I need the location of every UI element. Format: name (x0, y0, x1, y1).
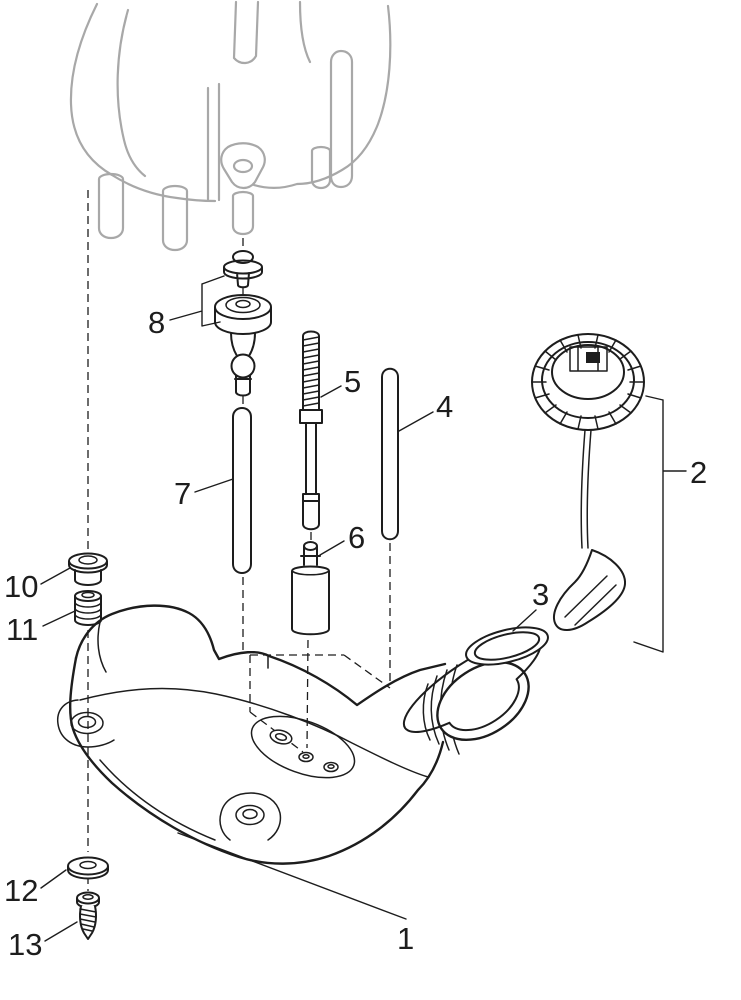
cap-grip-ribs (531, 334, 645, 430)
cap-retainer-strap (580, 429, 592, 549)
filter-nipple (300, 541, 321, 566)
tank-recess (250, 715, 356, 779)
cap-latch-dark (586, 352, 600, 363)
tank-small-holes (298, 751, 339, 773)
cap-top-rings (541, 341, 635, 419)
fuel-filter (291, 541, 330, 636)
part-label-5: 5 (344, 364, 361, 399)
filter-body (291, 565, 330, 636)
engine-assembly-outline (69, 0, 392, 252)
sealing-ring (465, 626, 549, 666)
cap-retainer-wire (564, 575, 617, 626)
fuel-cap (531, 333, 645, 631)
sealing-ring-inner (473, 631, 541, 661)
part-label-1: 1 (397, 921, 414, 956)
bushing-flange (68, 552, 108, 574)
tube-left-body (232, 407, 252, 574)
screw-recess (82, 894, 94, 900)
tank-surface-lines (79, 621, 444, 841)
alignment-centerlines (87, 190, 391, 891)
cap-retainer-loop (553, 549, 627, 631)
part-label-10: 10 (4, 569, 38, 604)
tank-filler-opening (402, 635, 542, 742)
part-label-12: 12 (4, 873, 38, 908)
bushing (68, 552, 108, 586)
rod-collar (299, 409, 323, 424)
part-label-13: 13 (8, 927, 42, 962)
rod-shaft (305, 422, 317, 495)
grommet-rings (225, 296, 261, 314)
filter-top-edge (291, 570, 330, 576)
engine-body-lines (69, 0, 392, 203)
bushing-body (74, 569, 102, 586)
part-label-8: 8 (148, 305, 165, 340)
vent-cap (223, 250, 263, 289)
washer (67, 856, 109, 880)
part-label-6: 6 (348, 520, 365, 555)
grommet-stud (230, 332, 256, 397)
part-label-2: 2 (690, 455, 707, 490)
sealing-ring-outer (465, 626, 549, 666)
tank-left-ear (56, 699, 115, 748)
fuel-tank (56, 604, 542, 865)
tank-grommet-hole (269, 729, 293, 745)
part-label-3: 3 (532, 577, 549, 612)
part-label-7: 7 (174, 476, 191, 511)
rod-lower-end (302, 493, 320, 531)
tank-front-ear (219, 792, 282, 841)
ribbed-grommet-hole (81, 591, 95, 599)
screw (76, 891, 100, 940)
bushing-hole (78, 555, 98, 565)
ribbed-grommet-ribs (74, 601, 102, 620)
callout-leaders (40, 275, 687, 942)
engine-mounts-and-studs (97, 49, 354, 252)
cap-outer-rim (531, 333, 645, 431)
opening-outer-rim (436, 660, 530, 742)
tube-right (381, 367, 399, 541)
rod-thread-lines (302, 336, 320, 407)
washer-hole (79, 860, 97, 870)
tank-silhouette-top (74, 604, 447, 707)
tube-left (232, 407, 252, 574)
part-label-11: 11 (6, 612, 38, 647)
tube-right-body (381, 367, 399, 541)
part-label-4: 4 (436, 389, 453, 424)
tank-neck-ribs (422, 664, 460, 755)
part-labels: 1 2 3 4 5 6 7 8 10 11 12 13 (4, 305, 707, 962)
grommet-assembly (214, 250, 272, 397)
grommet-hole-rings (269, 729, 293, 745)
ribbed-grommet (74, 590, 102, 626)
tank-recess-outline (250, 715, 356, 779)
leader-lines (40, 275, 687, 942)
grommet-body (214, 294, 272, 335)
centerline-dashes (87, 190, 391, 891)
screw-threads (79, 908, 97, 932)
threaded-rod (299, 330, 323, 531)
